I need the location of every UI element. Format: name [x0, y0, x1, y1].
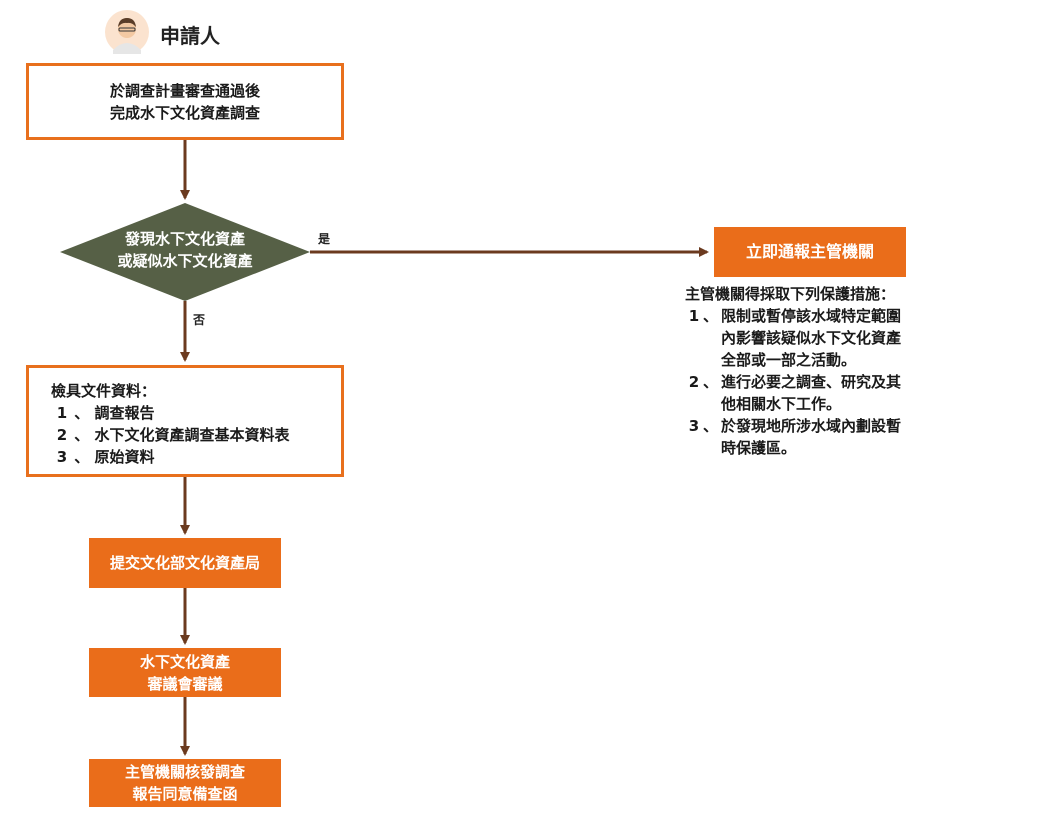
measures-item: 3 、 於發現地所涉水域內劃設暫 — [685, 415, 1025, 437]
decision-diamond — [60, 203, 310, 301]
review-box: 水下文化資產 審議會審議 — [89, 648, 281, 697]
submit-box: 提交文化部文化資產局 — [89, 538, 281, 588]
documents-item: 1 、 調查報告 — [51, 402, 341, 424]
documents-item-number: 1 — [56, 404, 68, 422]
review-line: 審議會審議 — [147, 674, 223, 693]
documents-item-number: 3 — [56, 448, 68, 466]
documents-box: 檢具文件資料： 1 、 調查報告 2 、 水下文化資產調查基本資料表 3 、 原… — [26, 365, 344, 477]
measures-item: 2 、 進行必要之調查、研究及其 — [685, 371, 1025, 393]
documents-item: 2 、 水下文化資產調查基本資料表 — [51, 424, 341, 446]
decision-line: 或疑似水下文化資產 — [117, 252, 253, 270]
approve-box: 主管機關核發調查 報告同意備查函 — [89, 759, 281, 807]
documents-item-text: 調查報告 — [94, 404, 155, 422]
survey-complete-line: 於調查計畫審查通過後 — [109, 81, 260, 100]
measures-item-separator: 、 — [703, 417, 719, 435]
measures-item-line: 全部或一部之活動。 — [721, 351, 857, 369]
measures-item-line: 內影響該疑似水下文化資產 — [721, 329, 902, 347]
measures-item-line: 於發現地所涉水域內劃設暫 — [721, 417, 902, 435]
measures-item-line: 進行必要之調查、研究及其 — [721, 373, 902, 391]
measures-item-separator: 、 — [703, 373, 719, 391]
documents-item-text: 原始資料 — [94, 448, 155, 466]
documents-title: 檢具文件資料： — [51, 382, 157, 400]
measures-item-separator: 、 — [703, 307, 719, 325]
no-label: 否 — [193, 313, 206, 327]
survey-complete-box: 於調查計畫審查通過後 完成水下文化資產調查 — [26, 63, 344, 140]
measures-title: 主管機關得採取下列保護措施： — [685, 285, 896, 303]
measures-item-number: 1 — [688, 307, 700, 325]
documents-item-text: 水下文化資產調查基本資料表 — [94, 426, 290, 444]
approve-line: 主管機關核發調查 — [124, 763, 245, 781]
protection-measures: 主管機關得採取下列保護措施： 1 、 限制或暫停該水域特定範圍 內影響該疑似水下… — [685, 283, 1025, 459]
review-line: 水下文化資產 — [139, 652, 230, 671]
measures-item-number: 2 — [688, 373, 700, 391]
documents-item-number: 2 — [56, 426, 68, 444]
decision-text: 發現水下文化資產 或疑似水下文化資產 — [80, 228, 290, 272]
applicant-label: 申請人 — [160, 24, 220, 48]
yes-label: 是 — [318, 232, 331, 246]
measures-item-number: 3 — [688, 417, 700, 435]
decision-line: 發現水下文化資產 — [124, 230, 245, 248]
person-avatar-icon — [105, 10, 149, 54]
notify-label: 立即通報主管機關 — [745, 242, 874, 261]
measures-item-line: 他相關水下工作。 — [721, 395, 842, 413]
submit-label: 提交文化部文化資產局 — [109, 554, 260, 572]
measures-item-line: 限制或暫停該水域特定範圍 — [721, 307, 902, 325]
approve-line: 報告同意備查函 — [132, 785, 238, 803]
documents-item-separator: 、 — [74, 426, 90, 444]
measures-item-line: 時保護區。 — [721, 439, 797, 457]
notify-box: 立即通報主管機關 — [714, 227, 906, 277]
documents-item-separator: 、 — [74, 448, 90, 466]
documents-item-separator: 、 — [74, 404, 90, 422]
measures-item: 1 、 限制或暫停該水域特定範圍 — [685, 305, 1025, 327]
documents-item: 3 、 原始資料 — [51, 446, 341, 468]
survey-complete-line: 完成水下文化資產調查 — [109, 103, 260, 122]
